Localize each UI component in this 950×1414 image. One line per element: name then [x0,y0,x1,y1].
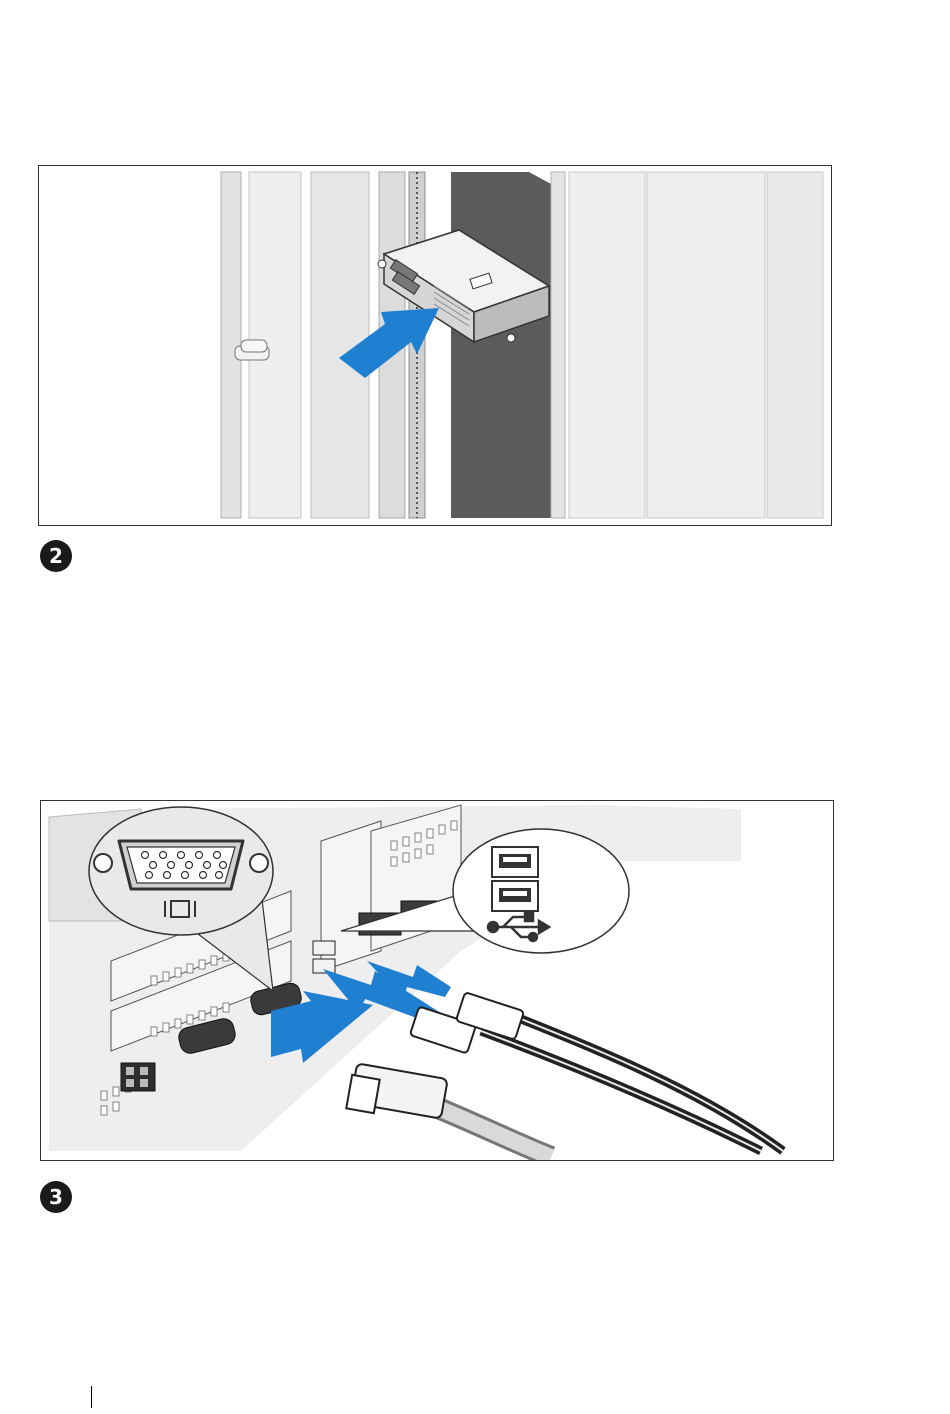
rack-post-left-a [221,172,241,518]
rack-install-illustration [39,166,831,525]
power-connector [121,1063,155,1091]
rack-post-right-b [569,172,645,518]
rack-post-right-d [767,172,823,518]
rack-interior [451,172,551,518]
page-footer-rule [91,1386,92,1408]
vga-cable [346,1063,551,1157]
rack-install-figure [38,165,832,526]
step-number-badge: 3 [40,1181,72,1213]
rack-post-right-c [647,172,765,518]
rack-post-right-a [551,172,565,518]
rear-panel-figure [40,800,834,1161]
step-number-badge: 2 [40,540,72,572]
rear-panel-cable-illustration [41,801,833,1160]
